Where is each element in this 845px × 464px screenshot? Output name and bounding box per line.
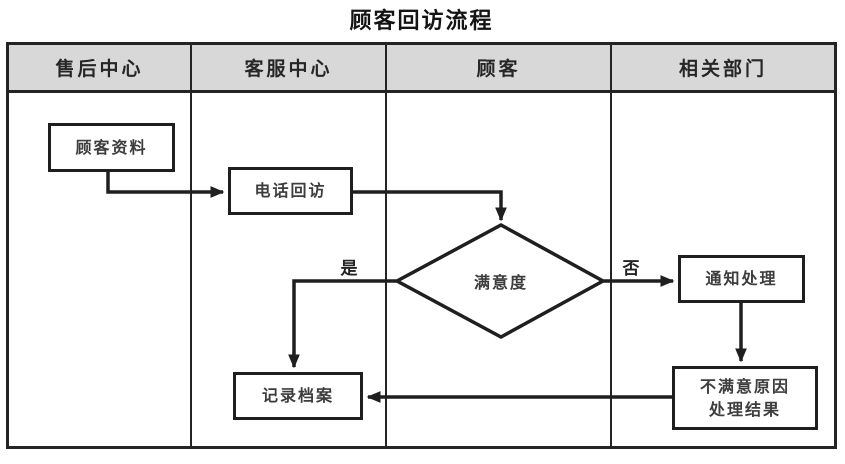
edge-customer-data-to-phone-visit <box>106 170 225 198</box>
lane-column-aftersales-center <box>9 93 192 446</box>
node-record: 记录档案 <box>233 372 363 420</box>
lane-column-customer <box>387 93 612 446</box>
node-dissatisfaction-result-line2: 处理结果 <box>708 400 781 419</box>
node-dissatisfaction-result: 不满意原因 处理结果 <box>672 366 818 430</box>
lane-header-aftersales-center: 售后中心 <box>9 45 192 90</box>
lane-header-customer: 顾客 <box>387 45 612 90</box>
node-notify: 通知处理 <box>678 255 805 303</box>
satisfaction-diamond <box>393 223 607 339</box>
node-customer-data-label: 顾客资料 <box>75 137 148 157</box>
node-notify-label: 通知处理 <box>705 269 778 289</box>
lane-header-related-departments: 相关部门 <box>678 58 767 80</box>
edge-label-no: 否 <box>622 259 640 279</box>
lane-header-customer-service-center: 客服中心 <box>192 45 387 90</box>
node-customer-data: 顾客资料 <box>48 123 175 172</box>
lane-header-row: 售后中心 客服中心 顾客 相关部门 <box>9 45 834 93</box>
page-title: 顾客回访流程 <box>349 9 494 34</box>
node-phone-visit-label: 电话回访 <box>254 181 327 201</box>
edge-satisfaction-yes-to-record <box>288 279 397 369</box>
node-satisfaction-label: 满意度 <box>473 273 528 292</box>
node-dissatisfaction-result-line1: 不满意原因 <box>699 376 790 396</box>
lane-column-customer-service-center <box>192 93 387 446</box>
edge-label-yes: 是 <box>340 259 358 279</box>
lane-body-row <box>9 93 834 446</box>
edge-phone-visit-to-satisfaction <box>353 190 507 222</box>
node-phone-visit: 电话回访 <box>228 167 353 215</box>
node-record-label: 记录档案 <box>261 386 334 406</box>
